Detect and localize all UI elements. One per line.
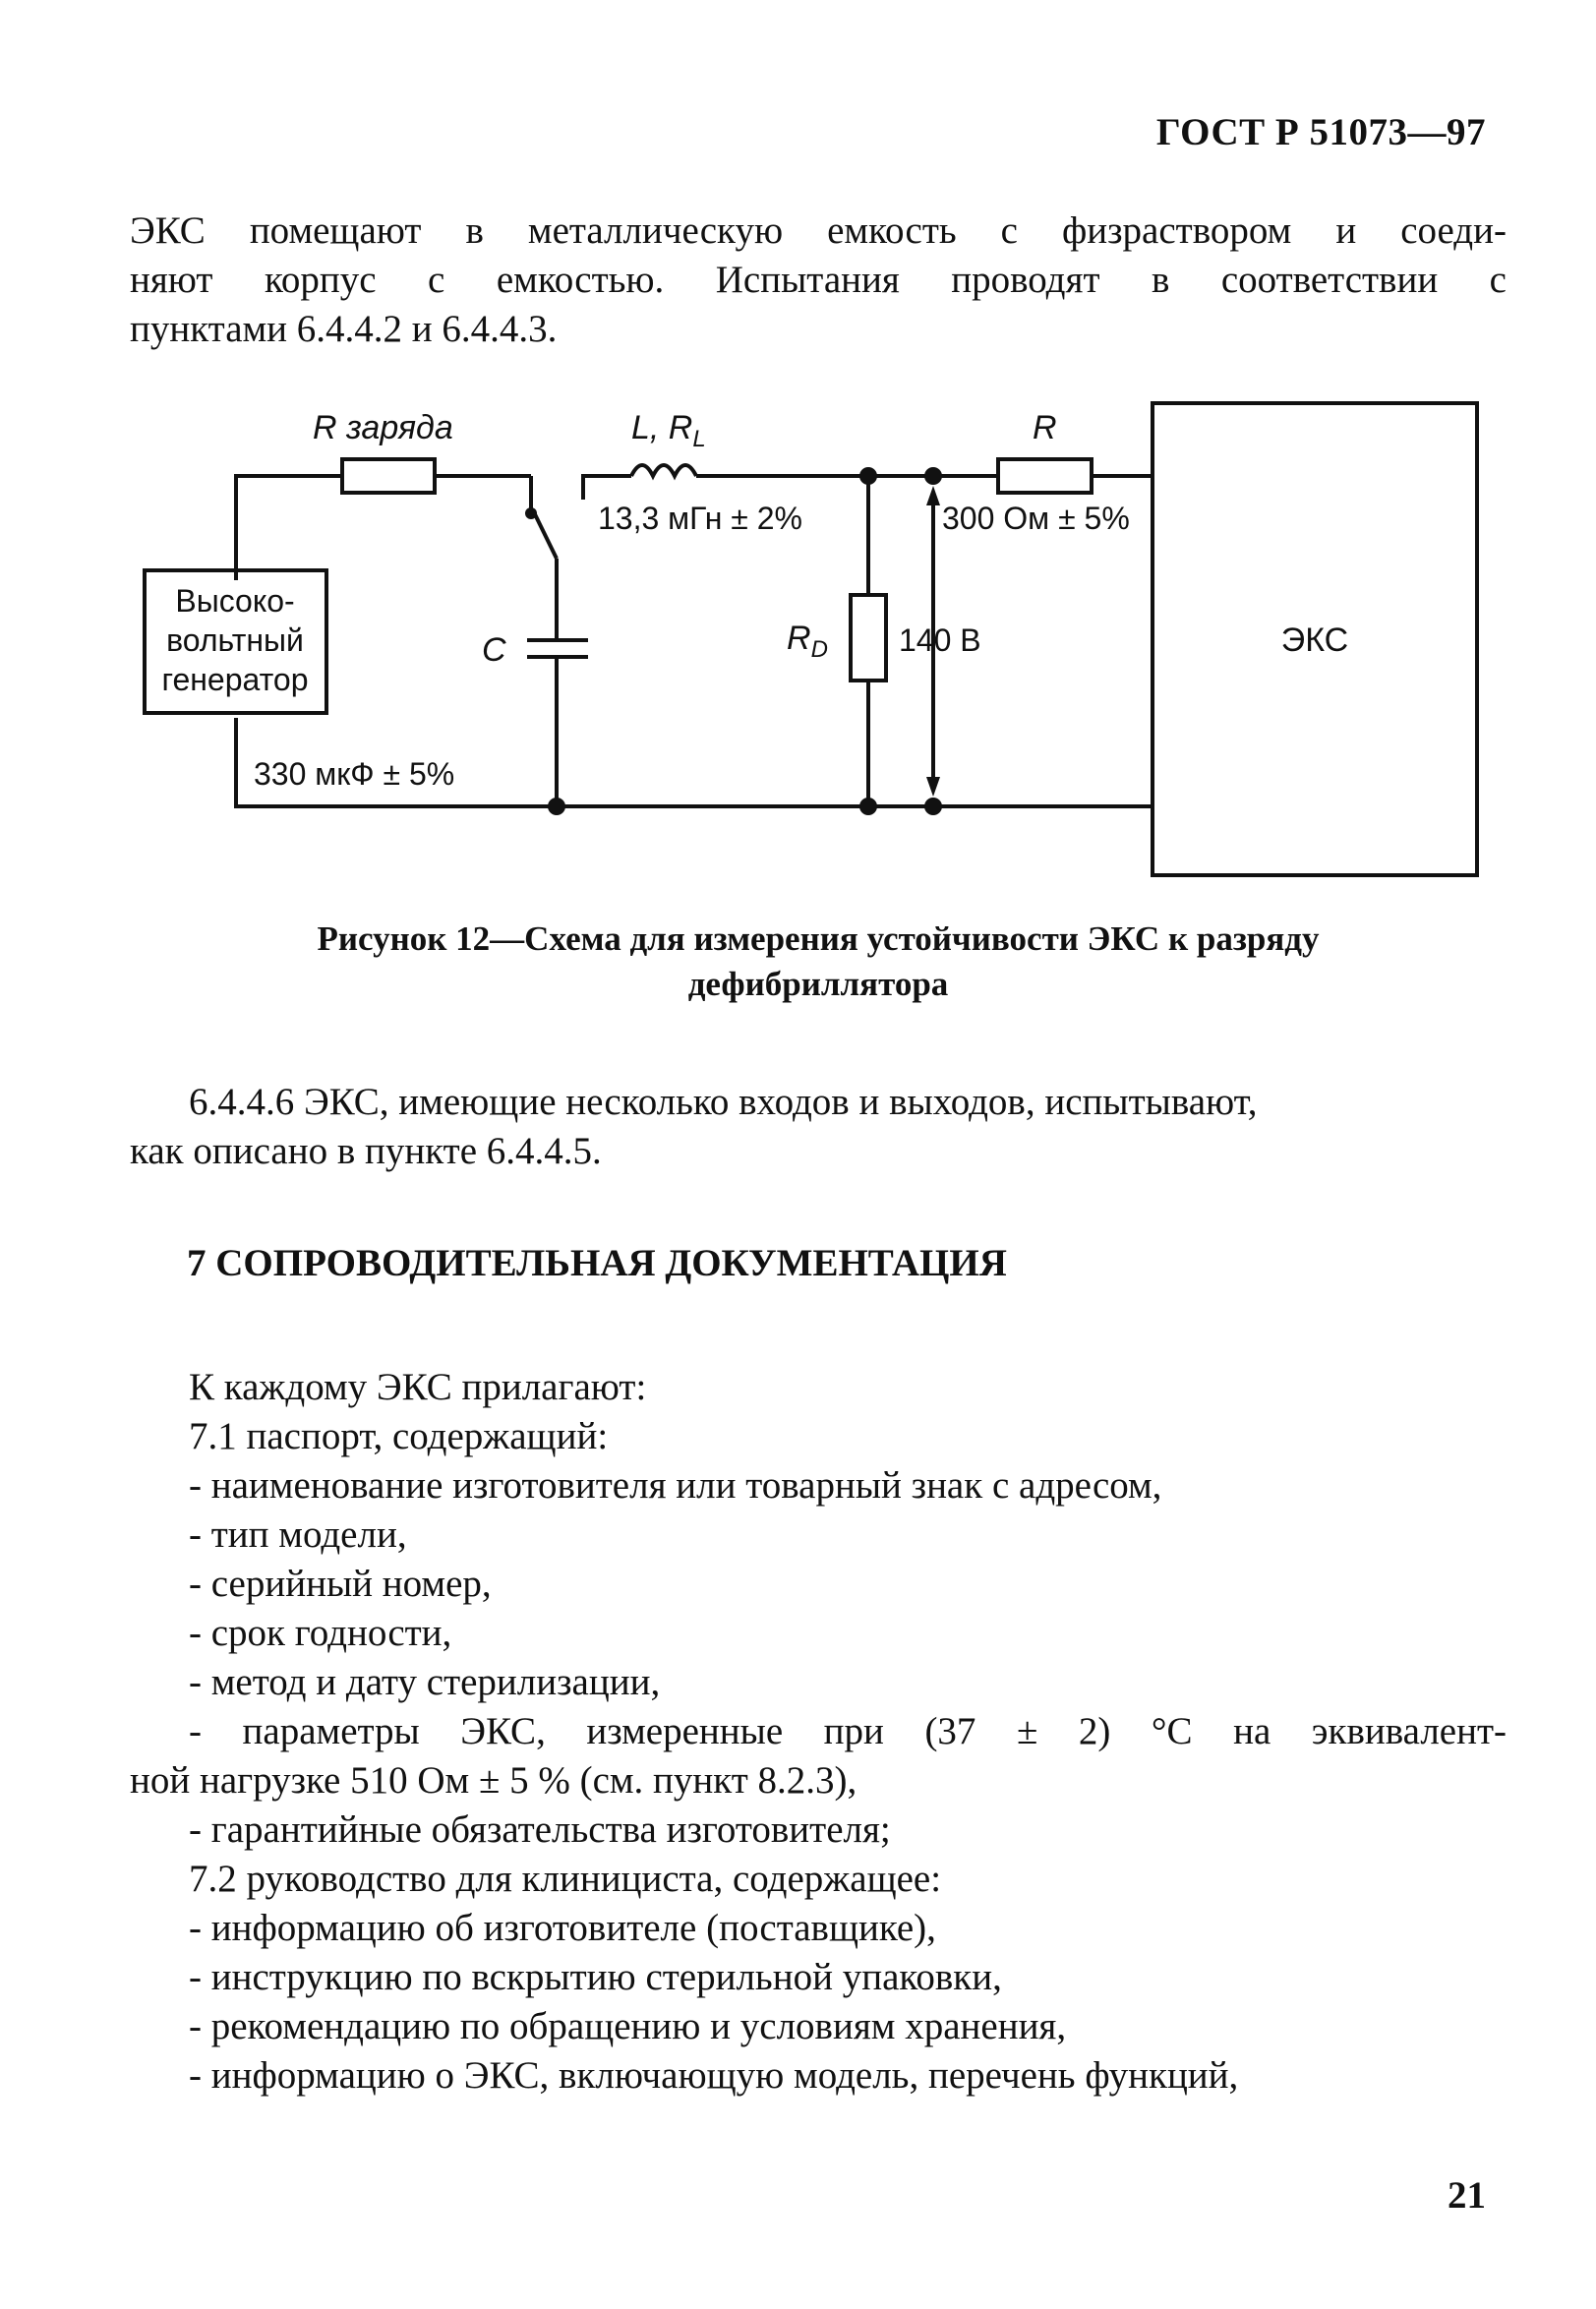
label-voltage: 140 В [899,622,981,658]
list-line: 7.2 руководство для клинициста, содержащ… [189,1858,942,1900]
r-charge-resistor [340,457,437,495]
switch-pivot [525,507,537,519]
junction-dot [859,467,877,485]
list-item: - гарантийные обязательства изготовителя… [189,1808,891,1851]
label-r: R [1033,409,1057,446]
label-inductance: 13,3 мГн ± 2% [598,501,802,536]
list-item: - информацию о ЭКС, включающую модель, п… [189,2054,1239,2097]
para-line: 6.4.4.6 ЭКС, имеющие несколько входов и … [189,1081,1258,1123]
rd-resistor [849,593,888,682]
list-item: - тип модели, [189,1513,407,1556]
paragraph-6446: 6.4.4.6 ЭКС, имеющие несколько входов и … [130,1078,1507,1176]
list-item: - метод и дату стерилизации, [189,1661,661,1703]
label-generator-line3: генератор [161,662,308,697]
label-rd: RD [787,620,828,663]
label-capacitance: 330 мкФ ± 5% [254,756,454,792]
label-capacitor: C [482,631,506,669]
wire-generator-top [234,474,342,580]
junction-dot [859,798,877,815]
page-number: 21 [1448,2174,1486,2217]
list-item: - наименование изготовителя или товарный… [189,1464,1162,1507]
list-line: К каждому ЭКС прилагают: [189,1366,647,1408]
caption-line: дефибриллятора [687,965,949,1003]
list-item-continuation: ной нагрузке 510 Ом ± 5 % (см. пункт 8.2… [130,1759,857,1802]
figure-caption: Рисунок 12—Схема для измерения устойчиво… [130,917,1507,1007]
junction-dot [924,798,942,815]
junction-dot [548,798,565,815]
list-item: - рекомендацию по обращению и условиям х… [189,2005,1067,2047]
switch-blade [533,513,559,560]
intro-line: ЭКС помещают в металлическую емкость с ф… [130,209,1507,252]
wire-bottom [234,718,1153,808]
para-line: как описано в пункте 6.4.4.5. [130,1130,602,1172]
intro-paragraph: ЭКС помещают в металлическую емкость с ф… [130,207,1507,354]
voltage-arrow-head-top [926,486,940,505]
circuit-diagram: R заряда L, RL R 13,3 мГн ± 2% 300 Ом ± … [143,401,1479,877]
intro-line: няют корпус с емкостью. Испытания провод… [130,259,1507,301]
list-item: - параметры ЭКС, измеренные при (37 ± 2)… [189,1710,1507,1752]
list-item: - инструкцию по вскрытию стерильной упак… [189,1956,1002,1998]
intro-line: пунктами 6.4.4.2 и 6.4.4.3. [130,308,558,350]
caption-line: Рисунок 12—Схема для измерения устойчиво… [317,919,1320,958]
list-item: - срок годности, [189,1612,452,1654]
section-title: 7 СОПРОВОДИТЕЛЬНАЯ ДОКУМЕНТАЦИЯ [187,1242,1007,1284]
label-r-charge: R заряда [313,409,453,446]
r-resistor [996,457,1094,495]
documentation-list: К каждому ЭКС прилагают: 7.1 паспорт, со… [130,1363,1507,2101]
voltage-arrow-head-bottom [926,777,940,797]
inductor-coil [629,463,698,481]
label-resistance: 300 Ом ± 5% [942,501,1130,536]
generator-box [143,568,328,715]
eks-box [1151,401,1479,877]
wire-switch-right [581,474,631,500]
junction-dot [924,467,942,485]
list-item: - серийный номер, [189,1563,492,1605]
label-l-rl: L, RL [631,409,706,452]
label-generator-line2: вольтный [166,622,304,658]
document-header: ГОСТ Р 51073—97 [1155,111,1486,153]
list-line: 7.1 паспорт, содержащий: [189,1415,609,1457]
list-item: - информацию об изготовителе (поставщике… [189,1907,936,1949]
label-device: ЭКС [1281,622,1348,659]
label-generator-line1: Высоко- [175,583,294,619]
